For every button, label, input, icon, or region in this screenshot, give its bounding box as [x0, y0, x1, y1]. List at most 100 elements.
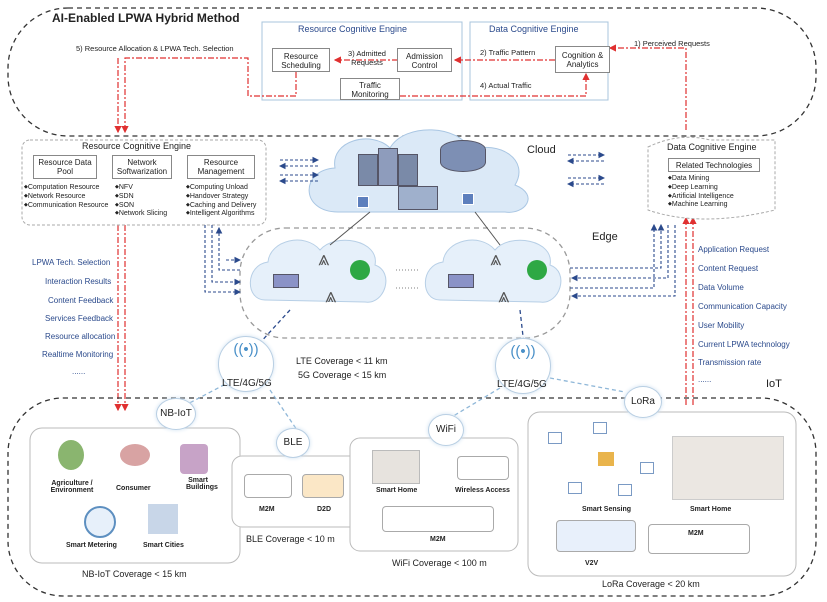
resource-management-list: Computing Unload Handover Strategy Cachi…	[186, 184, 257, 219]
wifi-smart-home-label: Smart Home	[376, 487, 418, 494]
request-item: Application Request	[698, 245, 770, 254]
list-item: Network Slicing	[115, 210, 167, 219]
list-item: Computing Unload	[186, 184, 256, 193]
lora-node: LoRa	[624, 386, 662, 418]
lte-left-label: LTE/4G/5G	[222, 378, 272, 389]
wireless-access-icon	[457, 456, 509, 480]
cell-tower-icon: ⩓	[490, 248, 502, 270]
related-technologies-box: Related Technologies	[668, 158, 760, 172]
diagram-title: AI-Enabled LPWA Hybrid Method	[52, 11, 240, 25]
list-item: Network Resource	[24, 193, 110, 202]
smart-sensing-label: Smart Sensing	[582, 506, 632, 513]
node-icon	[462, 193, 474, 205]
cell-tower-icon: ⩓	[498, 285, 510, 307]
tree-icon	[58, 440, 84, 470]
antenna-icon: ((•))	[510, 343, 536, 360]
list-item: Artificial Intelligence	[668, 193, 734, 202]
antenna-icon: ((•))	[233, 341, 259, 358]
feedback-item: Services Feedback	[45, 314, 114, 323]
lora-home-icon	[672, 436, 784, 500]
resource-scheduling-box: Resource Scheduling	[272, 48, 330, 72]
request-item: Data Volume	[698, 283, 744, 292]
lte-left-node: ((•))	[218, 336, 274, 392]
step2-label: 2) Traffic Pattern	[480, 48, 536, 57]
v2v-label: V2V	[585, 560, 599, 567]
router-icon	[273, 274, 299, 288]
server-rack-icon	[358, 148, 418, 188]
left-engine-title: Resource Cognitive Engine	[82, 141, 192, 151]
request-item: Communication Capacity	[698, 302, 787, 311]
v2v-icon	[556, 520, 636, 552]
list-item: Machine Learning	[668, 201, 734, 210]
iot-label: IoT	[766, 378, 782, 390]
top-dce-title: Data Cognitive Engine	[489, 24, 579, 34]
step5-label: 5) Resource Allocation & LPWA Tech. Sele…	[76, 44, 234, 53]
consumer-label: Consumer	[116, 485, 151, 492]
request-item: User Mobility	[698, 321, 745, 330]
list-item: SDN	[115, 193, 167, 202]
wifi-m2m-label: M2M	[430, 536, 446, 543]
list-item: Deep Learning	[668, 184, 734, 193]
step4-label: 4) Actual Traffic	[480, 81, 532, 90]
feedback-item: Interaction Results	[45, 277, 112, 286]
m2m-device-icon	[244, 474, 292, 498]
list-item: SON	[115, 202, 167, 211]
network-softwarization-box: Network Softwarization	[112, 155, 172, 179]
router-icon	[448, 274, 474, 288]
ble-m2m-label: M2M	[259, 506, 275, 513]
list-item: Data Mining	[668, 175, 734, 184]
feedback-item: Resource allocation	[45, 332, 116, 341]
ble-coverage-text: BLE Coverage < 10 m	[246, 534, 335, 544]
list-item: Communication Resource	[24, 202, 110, 211]
admission-control-box: Admission Control	[397, 48, 452, 72]
wifi-node: WiFi	[428, 414, 464, 446]
cell-tower-icon: ⩓	[318, 248, 330, 270]
database-icon	[440, 140, 486, 172]
nbiot-coverage-text: NB-IoT Coverage < 15 km	[82, 569, 187, 579]
wifi-coverage-text: WiFi Coverage < 100 m	[392, 558, 487, 568]
request-item: ......	[698, 375, 712, 384]
traffic-monitoring-box: Traffic Monitoring	[340, 78, 400, 100]
list-item: Intelligent Algorithms	[186, 210, 256, 219]
resource-data-pool-box: Resource Data Pool	[33, 155, 97, 179]
lora-coverage-text: LoRa Coverage < 20 km	[602, 579, 700, 589]
network-softwarization-list: NFV SDN SON Network Slicing	[115, 184, 167, 219]
smart-home-icon	[372, 450, 420, 484]
request-item: Transmission rate	[698, 358, 762, 367]
lora-m2m-icon	[648, 524, 750, 554]
feedback-item: ......	[72, 367, 86, 376]
lte-right-node: ((•))	[495, 338, 551, 394]
server-blade-icon	[398, 186, 438, 210]
meter-icon	[84, 506, 116, 538]
ble-node: BLE	[276, 428, 310, 458]
step3-label: 3) Admitted Requests	[348, 49, 386, 67]
right-engine-title: Data Cognitive Engine	[667, 142, 757, 152]
feedback-item: Content Feedback	[48, 296, 114, 305]
sensor-network-icon	[548, 422, 660, 502]
lte-coverage-text: LTE Coverage < 11 km	[296, 356, 388, 366]
building-icon	[180, 444, 208, 474]
d2d-device-icon	[302, 474, 344, 498]
agriculture-label: Agriculture / Environment	[50, 480, 94, 494]
resource-management-box: Resource Management	[187, 155, 255, 179]
feedback-item: LPWA Tech. Selection	[32, 258, 111, 267]
nbiot-node: NB-IoT	[156, 398, 196, 430]
cloud-label: Cloud	[527, 144, 556, 156]
request-item: Content Request	[698, 264, 759, 273]
city-icon	[148, 504, 178, 534]
related-technologies-list: Data Mining Deep Learning Artificial Int…	[668, 175, 734, 210]
switch-icon	[350, 260, 370, 280]
edge-label: Edge	[592, 231, 618, 243]
consumer-icon	[120, 444, 150, 466]
ble-d2d-label: D2D	[317, 506, 332, 513]
m2m-devices-icon	[382, 506, 494, 532]
step1-label: 1) Perceived Requests	[634, 39, 710, 48]
list-item: NFV	[115, 184, 167, 193]
request-item: Current LPWA technology	[698, 340, 790, 349]
cognition-analytics-box: Cognition & Analytics	[555, 46, 610, 73]
smart-metering-label: Smart Metering	[66, 542, 117, 549]
lte-right-label: LTE/4G/5G	[497, 379, 547, 390]
smart-cities-label: Smart Cities	[143, 542, 184, 549]
node-icon	[357, 196, 369, 208]
cell-tower-icon: ⩓	[325, 285, 337, 307]
